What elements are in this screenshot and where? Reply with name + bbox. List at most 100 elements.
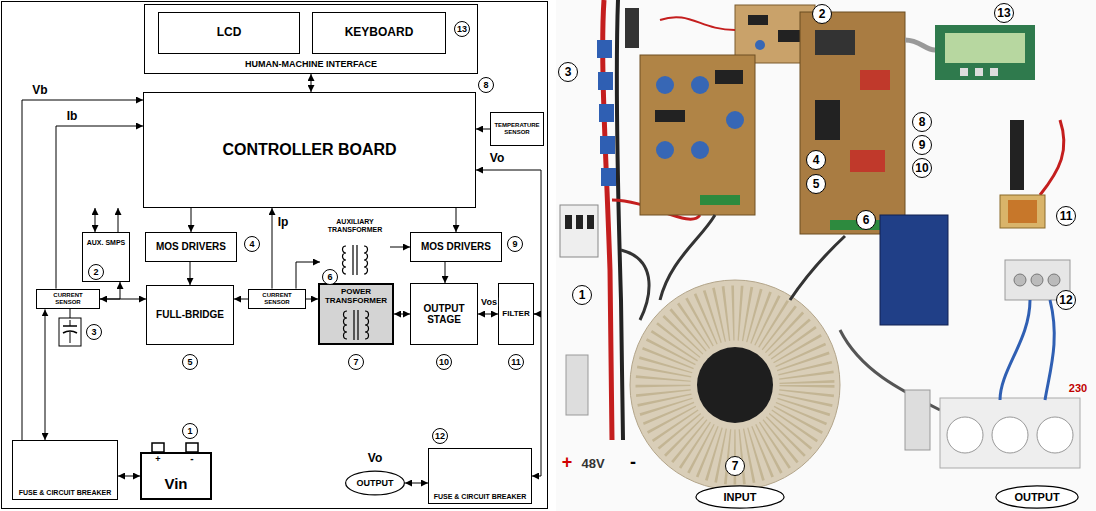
input-tag: INPUT: [695, 485, 785, 509]
hardware-photo: [603, 0, 612, 440]
hardware-photo: [601, 168, 616, 186]
hardware-photo: [660, 215, 715, 300]
polarity-sign: +: [562, 453, 573, 471]
callout-number: 4: [244, 236, 260, 252]
callout-number: 8: [478, 77, 494, 93]
protection-box: FUSE & CIRCUIT BREAKER: [428, 448, 532, 504]
node-text: MOS DRIVERS: [156, 241, 226, 253]
hardware-photo: [990, 68, 998, 76]
callout-number: 6: [322, 269, 338, 285]
hardware-photo: [587, 215, 594, 229]
connector: [190, 262, 191, 285]
ellipse-outline: [996, 486, 1078, 508]
keyboard-box: KEYBOARD: [312, 12, 446, 54]
signal-name: Vo: [368, 452, 382, 464]
power-transformer-symbol: [318, 283, 394, 345]
callout-number: 9: [912, 135, 932, 155]
battery-terminals: [152, 443, 164, 452]
connector: [118, 476, 140, 477]
hardware-photo: [656, 76, 674, 94]
hmi-panel: HUMAN-MACHINE INTERFACE LCD KEYBOARD: [144, 4, 478, 74]
connector: [390, 247, 410, 248]
connector: [476, 129, 490, 130]
hardware-photo: [640, 55, 755, 215]
connector: [45, 309, 46, 440]
terminal-sign: +: [155, 455, 160, 464]
hardware-photo: [945, 33, 1025, 63]
hardware-photo: [617, 0, 623, 440]
hardware-photo: [599, 104, 614, 122]
node-text: FUSE & CIRCUIT BREAKER: [434, 493, 527, 501]
node-text: CONTROLLER BOARD: [222, 141, 396, 159]
hardware-photo: [660, 17, 735, 30]
power-transformer-symbol: [344, 310, 369, 340]
callout-number: 13: [454, 21, 470, 37]
aux-transformer-symbol: [343, 246, 347, 274]
connector: [234, 299, 248, 300]
driver-box: MOS DRIVERS: [410, 232, 502, 262]
connector: [478, 314, 498, 315]
connector: [118, 208, 119, 232]
hardware-photo: [691, 76, 709, 94]
node-text: FILTER: [502, 309, 529, 318]
hardware-photo: [715, 70, 743, 84]
node-text: FUSE & CIRCUIT BREAKER: [19, 489, 112, 497]
hardware-photo: [560, 205, 598, 257]
voltage-mark: 48V: [581, 457, 604, 470]
hardware-photo: [1045, 300, 1054, 400]
callout-number: 2: [812, 4, 832, 24]
hardware-photo: [576, 215, 583, 229]
hardware-photo: [905, 390, 930, 450]
hardware-photo: [656, 141, 674, 159]
hardware-photo: [625, 8, 639, 48]
callout-number: 6: [856, 210, 876, 230]
aux-transformer-symbol: [356, 245, 357, 275]
battery-terminals: [186, 443, 198, 452]
hardware-photo: [947, 417, 983, 453]
node-text: OUTPUT: [1014, 491, 1059, 504]
sensor-box: TEMPERATURE SENSOR: [490, 112, 544, 146]
signal-name: Ib: [66, 110, 79, 122]
hardware-photo: [556, 0, 1096, 511]
node-text: CURRENT SENSOR: [40, 292, 96, 306]
hardware-photo: [1031, 274, 1043, 286]
hardware-photo: [565, 215, 572, 229]
capacitor-symbol: [70, 332, 71, 343]
hardware-photo: [1048, 274, 1060, 286]
callout-number: 7: [348, 354, 364, 370]
hardware-photo: [663, 313, 807, 457]
hardware-photo: [748, 15, 768, 25]
capacitor-symbol: [70, 308, 71, 318]
connector: [100, 299, 146, 300]
polarity-sign: -: [630, 453, 636, 471]
signal-name: Ip: [277, 216, 290, 228]
node-text: LCD: [217, 26, 242, 40]
current-sensor-box: CURRENT SENSOR: [248, 289, 306, 310]
node-text: MOS DRIVERS: [421, 241, 491, 253]
hardware-photo: [700, 195, 740, 205]
callout-number: 9: [507, 236, 523, 252]
hardware-photo: [1008, 200, 1037, 223]
hardware-photo: [850, 150, 885, 172]
connector: [22, 100, 143, 440]
ellipse-outline: [696, 486, 784, 508]
output-stage-box: OUTPUT STAGE: [410, 283, 478, 345]
callout-number: 3: [86, 324, 102, 340]
callout-number: 1: [572, 285, 592, 305]
callout-number: 8: [912, 112, 932, 132]
node-text: AUX. SMPS: [87, 239, 126, 247]
node-text: TEMPERATURE SENSOR: [494, 122, 540, 136]
callout-number: 2: [88, 264, 104, 280]
voltage-mark: 230: [1069, 383, 1087, 394]
node-text: INPUT: [724, 491, 757, 504]
node-text: HUMAN-MACHINE INTERFACE: [245, 59, 377, 69]
hardware-photo: [1014, 274, 1026, 286]
node-text: OUTPUT: [357, 478, 394, 488]
hardware-photo: [566, 355, 588, 415]
hardware-photo: [975, 68, 983, 76]
hardware-photo: [630, 280, 840, 490]
callout-number: 7: [725, 456, 745, 476]
node-text: KEYBOARD: [345, 26, 414, 40]
power-transformer-symbol: [365, 311, 369, 339]
callout-number: 12: [1056, 290, 1076, 310]
